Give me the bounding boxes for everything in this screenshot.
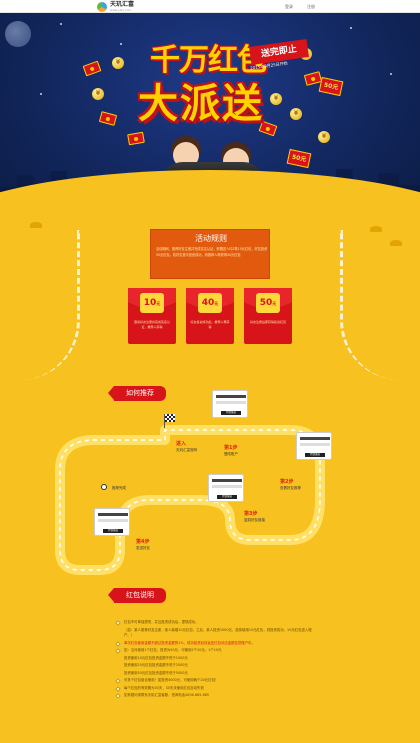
star-icon [40, 93, 42, 95]
finish-pin-icon [101, 484, 107, 490]
bullet-icon [115, 640, 121, 647]
bullet-icon [115, 648, 121, 654]
coin-icon: ¥ [270, 93, 282, 105]
step4-label: 第4步 [136, 539, 150, 545]
coin-icon: ¥ [290, 108, 302, 120]
note-item: （如：某人推荐好友注册，某人新增10元红包，之后，某人投资1000元，选择使用1… [124, 627, 312, 638]
copy-link-button: 复制链接 [103, 529, 123, 533]
note-item: 如有疑问请联系天玑汇富客服，咨询电话4006-665-665 [115, 693, 316, 699]
star-icon [350, 27, 352, 29]
note-item-highlight: 单次红包使用金额不超过投资金额的1%，成功投资后将返还红包对应金额至您账户中。 [115, 640, 316, 647]
step3-desc: 复制好友链接 [244, 518, 265, 522]
bullet-icon [115, 685, 121, 692]
red-packet-40: 40元 好友投资成功后，推荐人再获得 [186, 288, 234, 344]
star-icon [120, 43, 122, 45]
note-item: 投资使用50元红包投资金额不低于5000元 [124, 670, 188, 675]
step3-label: 第3步 [244, 511, 258, 517]
step3-screenshot: 复制链接 [208, 474, 244, 502]
copy-link-button: 复制链接 [221, 411, 241, 415]
red-envelope-icon [82, 60, 102, 77]
bullet-icon [115, 693, 121, 699]
red-envelope-icon [98, 111, 118, 126]
hero-title-line1: 千万红包 [150, 43, 267, 78]
copy-link-button: 复制链接 [305, 453, 325, 457]
step2-desc: 查看好友推荐 [280, 486, 301, 490]
packet-amount: 50元 [256, 293, 280, 313]
step2-screenshot: 复制链接 [296, 432, 332, 460]
step4-desc: 发送好友 [136, 546, 150, 550]
site-logo[interactable]: 天玑汇富 www.yztv.com [97, 2, 134, 12]
step2-label: 第2步 [280, 479, 294, 485]
start-label: 进入 [176, 441, 187, 447]
step1-label: 第1步 [224, 445, 238, 451]
coin-icon: ¥ [318, 131, 330, 143]
dashed-road-right [340, 230, 400, 380]
note-item: 投资使用20元红包投资金额不低于2000元 [124, 663, 188, 667]
copy-link-button: 复制链接 [217, 495, 237, 499]
note-item: 每个红包的有效期为30天，30天未使用红包自动失效 [115, 685, 316, 692]
note-item: 可多个红包组合使用！如投资4000元，可使用两个20元红包！ [115, 678, 316, 684]
login-link[interactable]: 登录 [285, 4, 293, 9]
recommend-track: 进入 天玑汇富官网 复制链接 第1步 登陆账户 复制链接 第2步 查看好友推荐 … [0, 390, 420, 600]
moon-icon [5, 21, 31, 47]
logo-text: 天玑汇富 [110, 1, 135, 8]
section-red-packet-explain: 红包说明 [108, 588, 166, 603]
red-envelope-icon [127, 131, 145, 146]
bullet-icon [115, 620, 121, 626]
star-icon [390, 73, 392, 75]
packet-amount: 10元 [140, 293, 164, 313]
step1-screenshot: 复制链接 [212, 390, 248, 418]
packet-text: 邀请好友注册并完成实名认证，推荐人获得 [133, 320, 170, 329]
race-track [55, 425, 325, 575]
top-links: 登录 注册 [285, 4, 315, 10]
note-item: 投资使用10元红包投资金额不低于1000元 [124, 655, 188, 660]
packet-text: 好友注册后即获得投资红包 [249, 320, 286, 324]
start-flag-icon [165, 414, 175, 422]
rules-title: 活动规则 [195, 234, 227, 243]
notes-list: 红包不可单独提现，并且投资成功后，提现成功。 （如：某人推荐好友注册，某人新增1… [115, 620, 316, 701]
rules-text: 活动期间，推荐好友注册并完成实名认证，即赠送人均2笔10元红包，好友投资50元红… [156, 247, 268, 257]
logo-subtext: www.yztv.com [110, 8, 132, 12]
coin-icon: ¥ [92, 88, 104, 100]
logo-icon [97, 2, 107, 12]
note-item: 如：当月使用1个红包，投资为50元，可使用2个10元。1个10元 [115, 648, 316, 654]
rules-panel: 活动规则 活动期间，推荐好友注册并完成实名认证，即赠送人均2笔10元红包，好友投… [150, 229, 270, 279]
start-desc: 天玑汇富官网 [176, 448, 197, 452]
red-packet-50: 50元 好友注册后即获得投资红包 [244, 288, 292, 344]
hero-title-line2: 大派送 [138, 80, 264, 127]
packet-amount: 40元 [198, 293, 222, 313]
register-link[interactable]: 注册 [307, 4, 315, 9]
dashed-road-left [20, 230, 80, 380]
packet-text: 好友投资成功后，推荐人再获得 [190, 320, 230, 329]
step1-desc: 登陆账户 [224, 452, 238, 456]
bullet-icon [115, 678, 121, 684]
top-bar: 天玑汇富 www.yztv.com 登录 注册 [0, 0, 420, 13]
section-how-to-recommend: 如何推荐 [108, 386, 166, 401]
coin-icon: ¥ [112, 57, 124, 69]
star-icon [60, 23, 62, 25]
step4-screenshot: 复制链接 [94, 508, 130, 536]
note-item: 红包不可单独提现，并且投资成功后，提现成功。 [115, 620, 316, 626]
finish-desc: 推荐完成 [112, 486, 126, 490]
bonus-tag: 50元 [318, 76, 344, 97]
red-packet-10: 10元 邀请好友注册并完成实名认证，推荐人获得 [128, 288, 176, 344]
